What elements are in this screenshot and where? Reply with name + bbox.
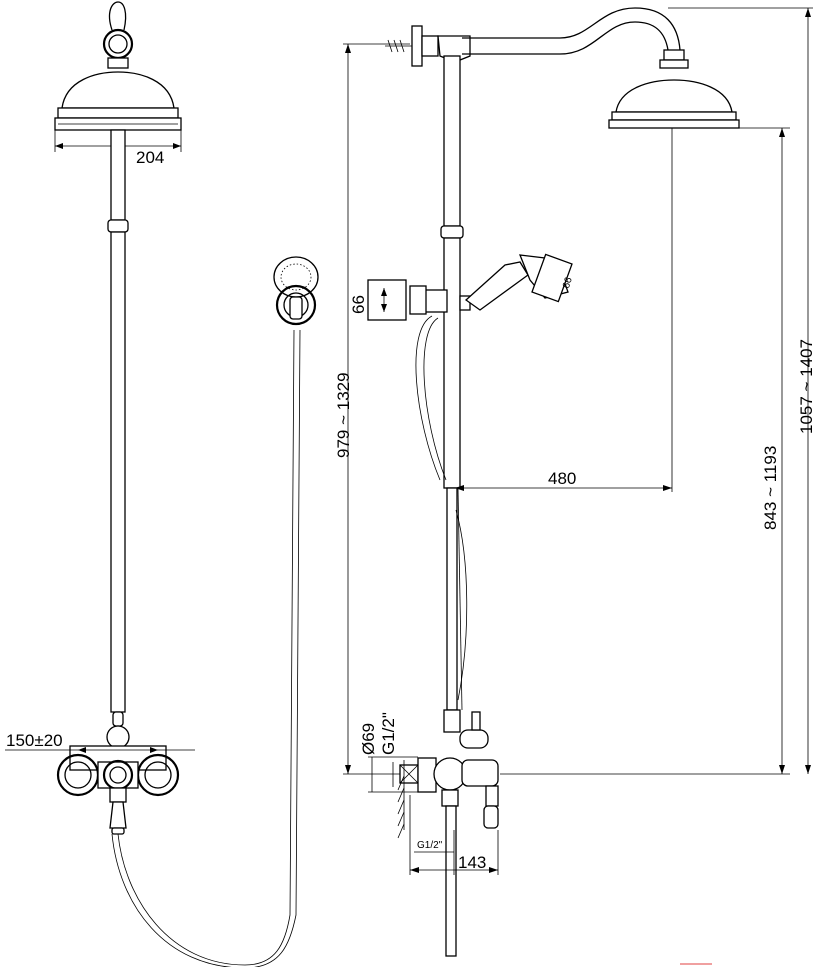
dim-wall-spacing: 150±20	[5, 731, 195, 753]
label-flange-diameter: Ø69	[359, 723, 378, 755]
side-wall-bracket	[385, 25, 471, 67]
label-total-height: 979 ~ 1329	[334, 372, 353, 458]
front-riser	[107, 129, 129, 713]
side-gooseneck	[462, 7, 740, 129]
label-handset-diameter-small: 66	[561, 276, 575, 290]
front-hand-shower	[111, 256, 319, 969]
label-overall-height: 1057 ~ 1407	[797, 339, 813, 434]
label-showerhead-width: 204	[136, 148, 164, 167]
front-mixer	[56, 711, 180, 835]
label-inlet-thread: G1/2"	[417, 840, 443, 851]
dim-handset-height: 66	[349, 279, 407, 321]
front-view: 204 150±20	[5, 1, 319, 969]
label-wall-spacing: 150±20	[6, 731, 63, 750]
label-projection: 143	[458, 853, 486, 872]
label-arm-reach: 480	[548, 469, 576, 488]
label-handset-height: 66	[349, 295, 368, 314]
front-showerhead	[54, 1, 182, 131]
side-view: 66 66	[334, 7, 813, 957]
label-head-height: 843 ~ 1193	[761, 446, 780, 530]
side-riser	[440, 55, 464, 711]
label-thread-size: G1/2"	[379, 712, 398, 755]
side-valve	[397, 709, 499, 957]
side-dimension-lines: 979 ~ 1329 480 843 ~ 1193 1057 ~ 1407 Ø6…	[334, 7, 813, 875]
side-handset: 66	[409, 253, 575, 701]
